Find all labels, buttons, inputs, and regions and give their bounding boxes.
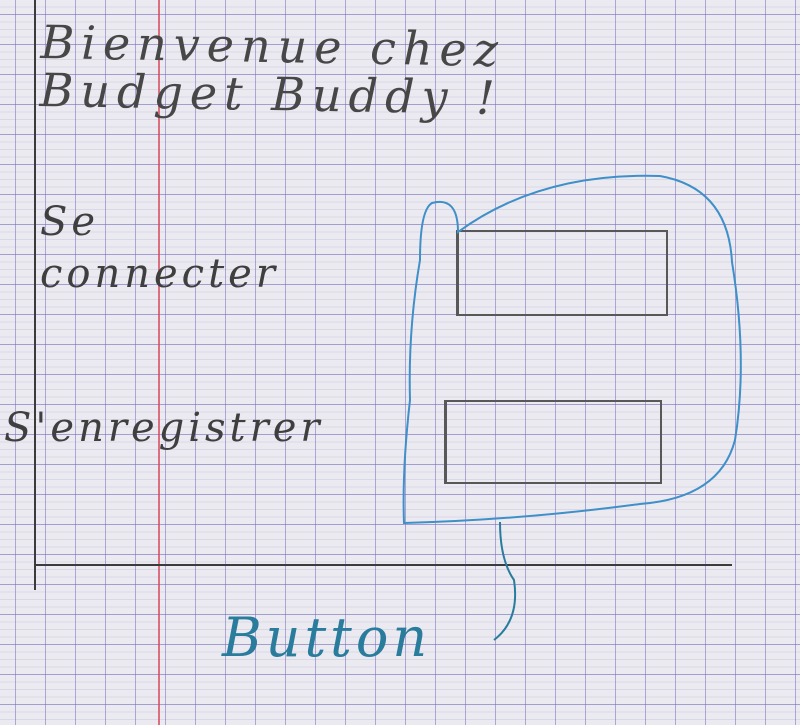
frame-bottom-line [36,564,732,566]
button-annotation[interactable]: Button [222,606,432,669]
register-field[interactable] [444,400,662,484]
register-label: S'enregistrer [4,405,324,451]
title-line-2: Budget Buddy ! [39,62,503,126]
login-label-line-2: connecter [40,251,279,297]
frame-left-line [34,0,36,590]
page-title: Bienvenue chez Budget Buddy ! [39,15,731,126]
login-label: Se connecter [40,196,279,300]
login-field[interactable] [456,230,668,316]
login-label-line-1: Se [40,199,100,245]
